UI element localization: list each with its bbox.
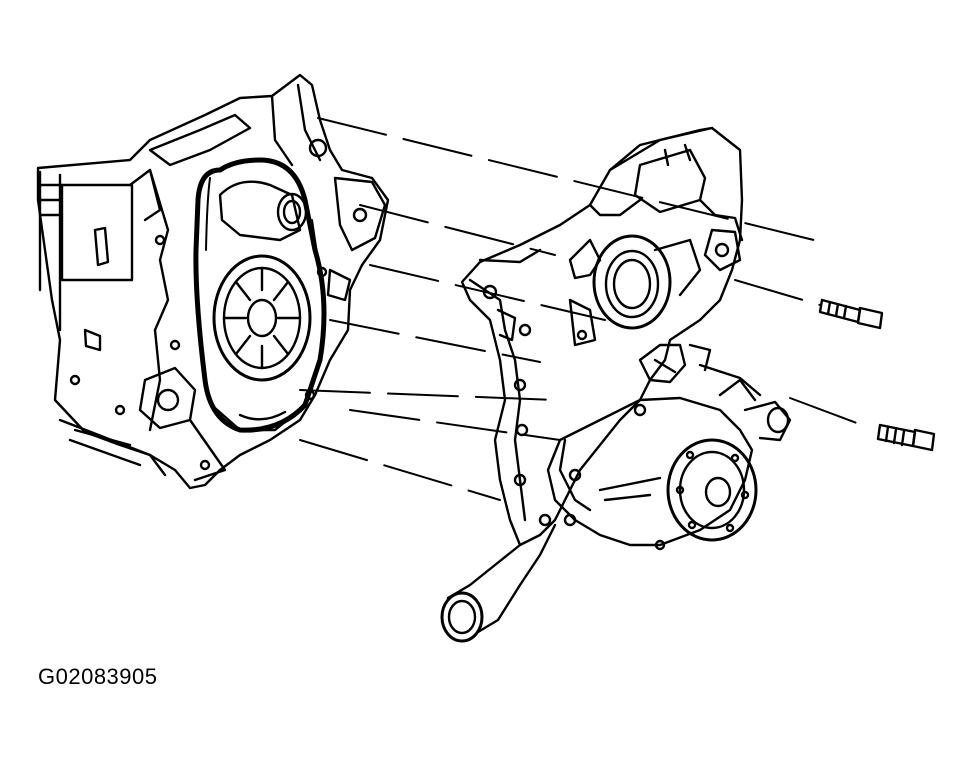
camshaft-sprocket [220,182,306,240]
water-pump [548,380,790,549]
crankshaft-seal [594,236,670,328]
cover-bolt-upper [820,300,882,328]
crankshaft-sprocket [214,256,310,430]
figure-caption-id: G02083905 [38,664,158,689]
alignment-guide-lines [300,118,870,500]
timing-chain [196,160,324,430]
engine-block-front [38,75,388,488]
cover-bolt-lower [878,425,934,450]
front-cover [462,128,760,545]
coolant-outlet-pipe [442,525,555,641]
